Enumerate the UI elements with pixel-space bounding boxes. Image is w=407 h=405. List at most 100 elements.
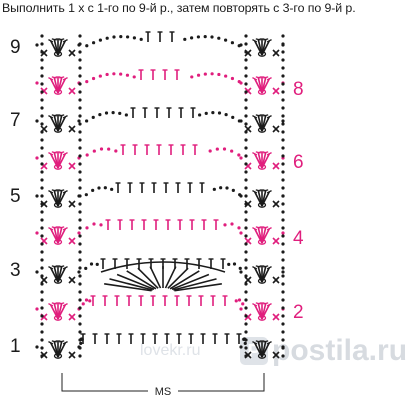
chain-stitch (78, 106, 82, 110)
fan-stitch-bar (266, 266, 272, 270)
chain-stitch (281, 290, 285, 294)
row-label-7: 7 (10, 110, 21, 131)
chain-stitch (244, 330, 248, 334)
chain-stitch (198, 113, 202, 117)
fan-stitch-bar (51, 340, 57, 343)
chain-stitch (81, 302, 85, 306)
chain-stitch (78, 306, 82, 310)
chain-stitch (78, 282, 82, 286)
chain-stitch (244, 98, 248, 102)
chart-instruction: Выполнить 1 х с 1-го по 9-й р., затем по… (2, 1, 356, 15)
chain-stitch (132, 36, 136, 40)
single-crochet (244, 276, 252, 284)
fan-stitch-bar (48, 39, 54, 43)
chain-stitch (78, 298, 82, 302)
chain-stitch (40, 58, 44, 62)
chain-stitch (78, 258, 82, 262)
chain-stitch (237, 298, 242, 302)
chain-stitch (244, 282, 248, 286)
chain-stitch (210, 35, 214, 39)
fan-stitch-bar (59, 226, 65, 229)
chain-stitch (244, 42, 248, 46)
row-label-5: 5 (10, 186, 21, 207)
chain-stitch (40, 50, 44, 54)
big-fan-stitch (174, 283, 222, 292)
chain-stitch (40, 346, 44, 350)
chain-stitch (105, 36, 109, 40)
chain-stitch (40, 290, 44, 294)
chain-stitch (40, 306, 44, 310)
chain-stitch (40, 186, 44, 190)
chain-stitch (281, 154, 285, 158)
fan-stitch-bar (62, 227, 68, 231)
fan-stitch (261, 116, 271, 132)
fan-stitch-bar (62, 39, 68, 43)
chain-stitch (78, 210, 82, 214)
fan-stitch-bar (266, 190, 272, 194)
fan-stitch-bar (252, 341, 258, 345)
fan-stitch-bar (255, 76, 261, 79)
chain-stitch (239, 156, 243, 160)
fan-stitch-bar (59, 265, 65, 268)
chain-stitch (190, 36, 194, 40)
fan-stitch (57, 191, 67, 207)
chain-stitch (40, 194, 44, 198)
chain-stitch (244, 290, 248, 294)
chain-stitch (95, 262, 99, 266)
chain-stitch (242, 337, 247, 341)
fan-stitch-bar (51, 302, 57, 305)
fan-stitch-bar (255, 265, 261, 268)
fan-stitch-bar (59, 340, 65, 343)
fan-stitch-bar (62, 115, 68, 119)
fan-base (257, 89, 267, 95)
fan-stitch-bar (263, 340, 269, 343)
chain-stitch (241, 302, 245, 306)
single-crochet (272, 276, 280, 284)
chain-stitch (40, 98, 44, 102)
fan-stitch-bar (59, 302, 65, 305)
fan-stitch-bar (62, 152, 68, 156)
chain-stitch (40, 218, 44, 222)
chain-stitch (40, 354, 44, 358)
chain-stitch (78, 314, 82, 318)
chain-stitch (105, 72, 109, 77)
chain-stitch (244, 218, 248, 222)
row-numbers-left: 9 7 5 3 1 (10, 37, 21, 357)
fan-stitch-bar (252, 77, 258, 81)
chain-stitch (244, 194, 248, 198)
fan-base (53, 202, 63, 208)
chain-stitch (244, 354, 248, 358)
chain-stitch (281, 34, 285, 38)
chain-stitch (244, 202, 248, 206)
single-crochet (40, 200, 48, 208)
chain-stitch (281, 202, 285, 206)
chain-stitch (203, 34, 207, 39)
fan-base (53, 164, 63, 170)
chain-stitch (40, 298, 44, 302)
fan-stitch-bar (59, 114, 65, 117)
chain-stitch (281, 322, 285, 326)
chain-stitch (40, 170, 44, 174)
chain-stitch (281, 146, 285, 150)
chain-stitch (99, 147, 104, 151)
chain-stitch (78, 74, 82, 78)
chain-stitch (210, 72, 214, 76)
chain-stitch (89, 262, 94, 266)
chain-stitch (215, 147, 219, 151)
fan-base (257, 315, 267, 321)
chain-stitch (204, 111, 208, 115)
watermark: P postila.ru lovekr.ru (140, 334, 407, 367)
chain-stitch (230, 222, 234, 226)
chain-stitch (234, 299, 238, 303)
chain-stitch (237, 44, 241, 48)
chain-stitch (35, 194, 39, 198)
chain-stitch (238, 266, 242, 270)
fan-base (53, 127, 63, 133)
single-crochet (68, 162, 76, 170)
fan-stitch-bar (62, 303, 68, 307)
single-crochet (68, 87, 76, 95)
chain-stitch (40, 338, 44, 342)
chain-stitch (244, 162, 248, 166)
big-fan-stitch (116, 273, 155, 291)
